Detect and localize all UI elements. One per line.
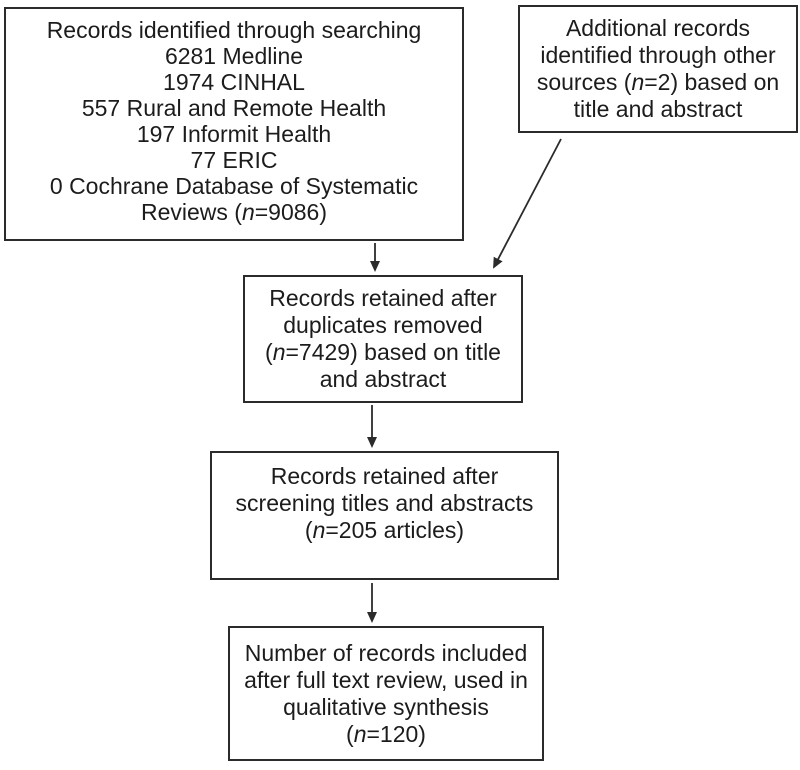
text-line: 6281 Medline — [164, 43, 304, 69]
text-line: Reviews (n=9086) — [140, 199, 328, 225]
text-line: Number of records included — [244, 639, 528, 666]
text-line: 557 Rural and Remote Health — [81, 95, 387, 121]
text-line: Records retained after — [270, 463, 499, 489]
text-line: 1974 CINHAL — [163, 69, 305, 95]
text-line: and abstract — [319, 366, 447, 392]
text-line: qualitative synthesis — [283, 693, 489, 720]
text-line: (n=7429) based on title — [265, 339, 501, 365]
text-line: duplicates removed — [283, 312, 483, 338]
text-line: 77 ERIC — [190, 147, 278, 173]
text-line: Additional records — [565, 15, 751, 41]
text-line: title and abstract — [573, 96, 743, 122]
text-line: 197 Informit Health — [136, 121, 332, 147]
text-line: Records retained after — [269, 285, 497, 311]
text-line: 0 Cochrane Database of Systematic — [49, 173, 419, 199]
text-line: Records identified through searching — [46, 17, 422, 43]
arrow-additional-to-duplicates-icon — [493, 138, 562, 269]
text-line: identified through other — [540, 42, 776, 68]
text-line: after full text review, used in — [244, 666, 528, 693]
text-line: screening titles and abstracts — [235, 490, 534, 516]
text-line: (n=205 articles) — [304, 517, 465, 543]
text-line: sources (n=2) based on — [536, 69, 780, 95]
text-line: (n=120) — [346, 720, 426, 747]
